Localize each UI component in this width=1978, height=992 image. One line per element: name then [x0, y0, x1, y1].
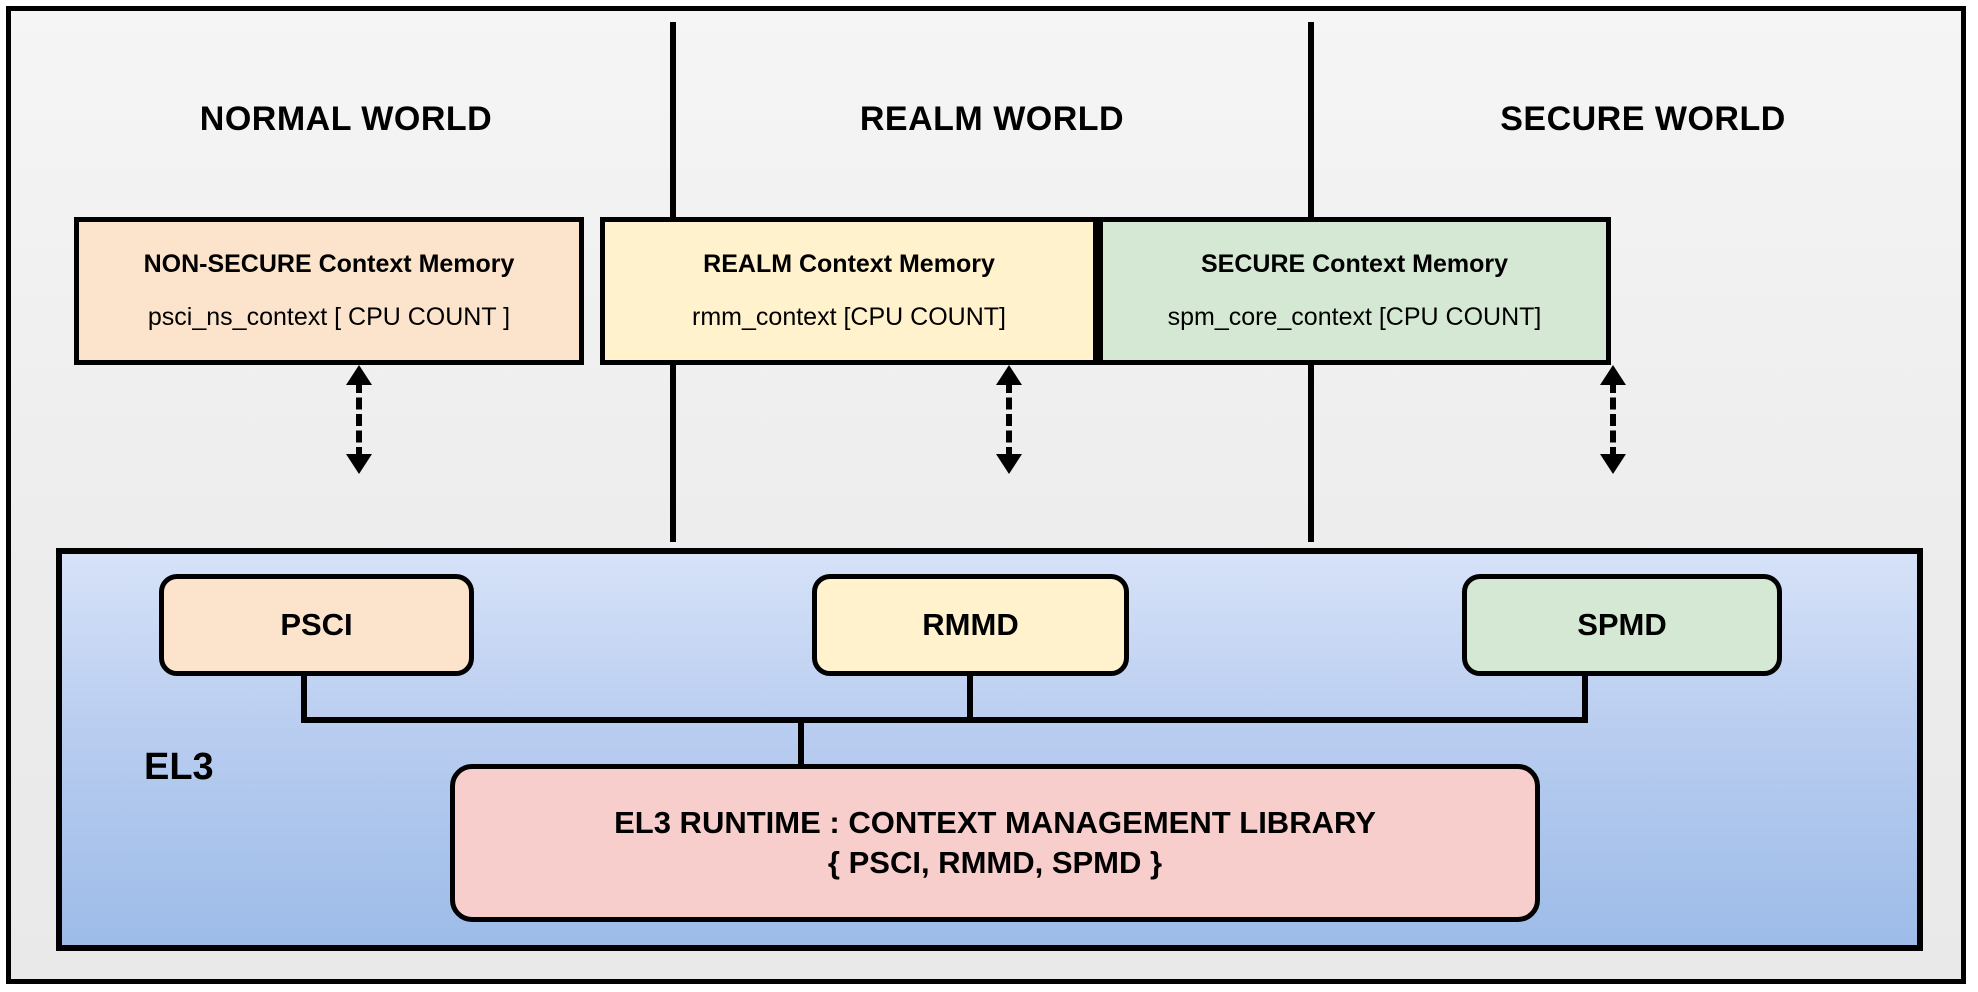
el3-container: EL3 PSCI RMMD SPMD EL3 RUNTIME : CONTEXT… [56, 548, 1923, 951]
diagram-outer-frame: NORMAL WORLD REALM WORLD SECURE WORLD NO… [6, 6, 1966, 984]
el3-label: EL3 [144, 746, 214, 788]
bidirectional-dashed-arrow-icon-non-secure [346, 365, 372, 474]
context-box-realm-title: REALM Context Memory [703, 250, 995, 278]
connector-rmmd-drop [967, 676, 973, 723]
dispatcher-box-rmmd: RMMD [812, 574, 1129, 676]
context-box-non-secure: NON-SECURE Context Memory psci_ns_contex… [74, 217, 584, 365]
dispatcher-box-spmd: SPMD [1462, 574, 1782, 676]
connector-horizontal-bus [301, 717, 1588, 723]
arrow-head-up-icon [996, 365, 1022, 385]
el3-runtime-library-line1: EL3 RUNTIME : CONTEXT MANAGEMENT LIBRARY [614, 805, 1376, 841]
world-column-normal: NORMAL WORLD [22, 22, 670, 542]
arrow-head-up-icon [1600, 365, 1626, 385]
arrow-head-down-icon [346, 454, 372, 474]
arrow-shaft [1610, 381, 1616, 459]
context-box-non-secure-subtitle: psci_ns_context [ CPU COUNT ] [147, 303, 511, 331]
context-box-realm-subtitle: rmm_context [CPU COUNT] [692, 303, 1006, 331]
arrow-shaft [1006, 381, 1012, 459]
el3-runtime-library-box: EL3 RUNTIME : CONTEXT MANAGEMENT LIBRARY… [450, 764, 1540, 922]
world-title-secure: SECURE WORLD [1500, 100, 1786, 138]
world-title-realm: REALM WORLD [859, 100, 1125, 138]
arrow-shaft [356, 381, 362, 459]
el3-runtime-library-line2: { PSCI, RMMD, SPMD } [827, 845, 1163, 880]
worlds-row: NORMAL WORLD REALM WORLD SECURE WORLD NO… [22, 22, 1972, 542]
context-box-secure: SECURE Context Memory spm_core_context [… [1098, 217, 1611, 365]
bidirectional-dashed-arrow-icon-realm [996, 365, 1022, 474]
connector-spmd-drop [1582, 676, 1588, 721]
bidirectional-dashed-arrow-icon-secure [1600, 365, 1626, 474]
arrow-head-up-icon [346, 365, 372, 385]
world-title-normal: NORMAL WORLD [199, 100, 493, 138]
connector-bus-to-runtime [798, 717, 804, 767]
context-box-secure-title: SECURE Context Memory [1201, 250, 1508, 278]
arrow-head-down-icon [996, 454, 1022, 474]
dispatcher-box-psci: PSCI [159, 574, 474, 676]
connector-psci-drop [301, 676, 307, 721]
context-box-non-secure-title: NON-SECURE Context Memory [143, 250, 515, 278]
arrow-head-down-icon [1600, 454, 1626, 474]
context-box-realm: REALM Context Memory rmm_context [CPU CO… [600, 217, 1098, 365]
context-box-secure-subtitle: spm_core_context [CPU COUNT] [1167, 303, 1542, 331]
